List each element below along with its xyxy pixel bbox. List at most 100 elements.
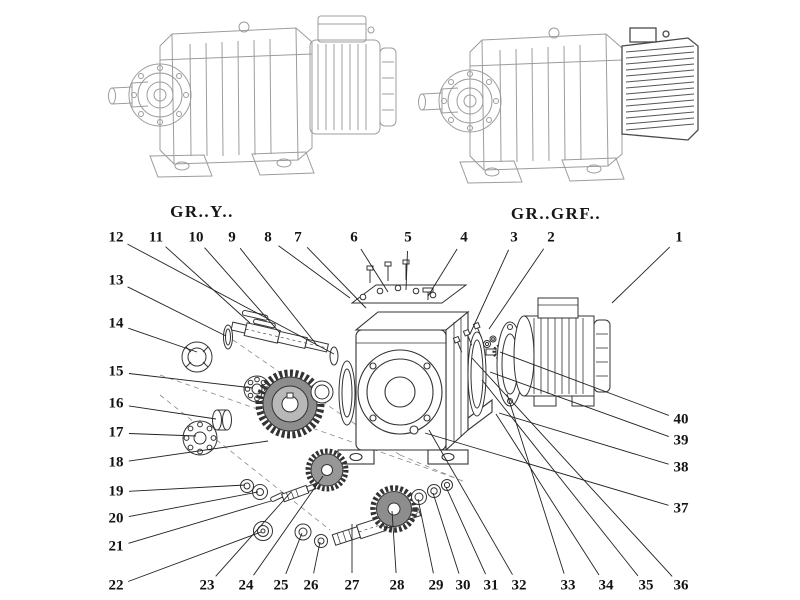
callout-label-33: 33: [560, 577, 576, 594]
bearing-flange-ring: [310, 360, 356, 426]
callout-label-7: 7: [294, 229, 302, 246]
callout-label-32: 32: [511, 577, 527, 594]
output-gear-set: [370, 479, 453, 533]
callout-leader-line-19: [128, 484, 246, 492]
end-caps: [253, 521, 328, 548]
motor-mounting-bolts: [452, 321, 497, 353]
callout-leader-line-9: [239, 247, 317, 345]
callout-label-24: 24: [238, 577, 254, 594]
callout-label-11: 11: [148, 229, 164, 246]
retaining-ring: [223, 324, 233, 350]
callout-label-1: 1: [675, 229, 683, 246]
callout-leader-line-4: [427, 248, 458, 297]
callout-label-26: 26: [303, 577, 319, 594]
callout-label-31: 31: [483, 577, 499, 594]
callout-leader-line-8: [278, 245, 351, 299]
callout-leader-line-16: [128, 405, 217, 420]
callout-leader-line-29: [417, 498, 434, 574]
callout-leader-line-22: [128, 531, 262, 582]
callout-leader-line-25: [285, 532, 303, 575]
callout-leader-line-12: [127, 243, 335, 355]
callout-label-4: 4: [460, 229, 468, 246]
callout-leader-line-37: [424, 432, 669, 506]
callout-label-13: 13: [108, 272, 124, 289]
callout-label-2: 2: [547, 229, 555, 246]
large-helical-gear: [255, 369, 325, 439]
callout-label-29: 29: [428, 577, 444, 594]
callout-leader-line-32: [428, 429, 513, 575]
callout-leader-line-35: [481, 379, 639, 577]
callout-label-16: 16: [108, 395, 124, 412]
callout-leader-line-15: [128, 373, 254, 389]
callout-leader-line-40: [499, 351, 669, 416]
callout-label-10: 10: [188, 229, 204, 246]
callout-leader-line-28: [391, 510, 397, 574]
callout-label-15: 15: [108, 363, 124, 380]
output-bearing: [182, 420, 218, 456]
callout-leader-line-23: [215, 491, 292, 577]
housing-top-cover: [350, 259, 468, 304]
callout-label-17: 17: [108, 424, 124, 441]
cover-bolts: [359, 259, 437, 301]
callout-label-28: 28: [389, 577, 405, 594]
callout-leader-line-38: [498, 412, 669, 465]
motor-adapter-ring: [467, 331, 487, 417]
callout-label-5: 5: [404, 229, 412, 246]
callout-leader-line-21: [128, 500, 272, 544]
gearbox-housing-exploded: [337, 310, 493, 465]
callout-label-30: 30: [455, 577, 471, 594]
callout-leader-line-39: [489, 371, 669, 438]
intermediate-gear-set: [240, 448, 349, 503]
callout-label-12: 12: [108, 229, 124, 246]
callout-label-8: 8: [264, 229, 272, 246]
callout-leader-line-18: [128, 440, 269, 462]
callout-label-23: 23: [199, 577, 215, 594]
callout-leader-line-34: [495, 413, 600, 576]
gearmotor-illustration-left: [108, 15, 397, 178]
gearmotor-illustration-right: [418, 27, 625, 184]
callout-leader-line-33: [506, 393, 565, 574]
variant-label-gr-y: GR..Y..: [170, 202, 234, 221]
callout-label-20: 20: [108, 510, 124, 527]
callout-leader-line-10: [204, 247, 281, 334]
callout-label-21: 21: [108, 538, 124, 555]
callout-label-19: 19: [108, 483, 124, 500]
callout-leader-line-17: [128, 433, 197, 437]
callout-label-38: 38: [673, 459, 689, 476]
callout-leader-line-20: [128, 491, 259, 518]
callout-leader-line-36: [471, 357, 673, 577]
callout-leader-line-30: [432, 492, 460, 574]
callout-label-25: 25: [273, 577, 289, 594]
grf-finned-cover-unit: [621, 27, 699, 141]
callout-leader-line-3: [469, 249, 510, 335]
callout-label-3: 3: [510, 229, 518, 246]
callout-leader-line-26: [313, 541, 321, 574]
callout-leader-line-11: [165, 246, 251, 324]
callout-label-18: 18: [108, 454, 124, 471]
callout-leader-line-2: [488, 248, 545, 330]
callout-label-22: 22: [108, 577, 124, 594]
callout-leader-line-14: [128, 327, 198, 353]
callout-label-27: 27: [344, 577, 360, 594]
callout-label-36: 36: [673, 577, 689, 594]
callout-label-35: 35: [638, 577, 654, 594]
spacer-sleeve: [212, 409, 232, 431]
callout-leader-line-5: [405, 250, 408, 291]
callout-leader-line-13: [127, 286, 227, 337]
callout-leader-line-31: [445, 486, 487, 575]
callout-label-37: 37: [673, 500, 689, 517]
callout-label-14: 14: [108, 315, 124, 332]
variant-label-gr-grf: GR..GRF..: [510, 204, 602, 223]
callout-label-40: 40: [673, 411, 689, 428]
callout-label-34: 34: [598, 577, 614, 594]
callout-label-6: 6: [350, 229, 358, 246]
electric-motor-exploded: [496, 297, 611, 407]
callout-label-39: 39: [673, 432, 689, 449]
input-shaft-assembly: [230, 309, 339, 366]
callout-label-9: 9: [228, 229, 236, 246]
callout-leader-line-7: [306, 246, 367, 309]
